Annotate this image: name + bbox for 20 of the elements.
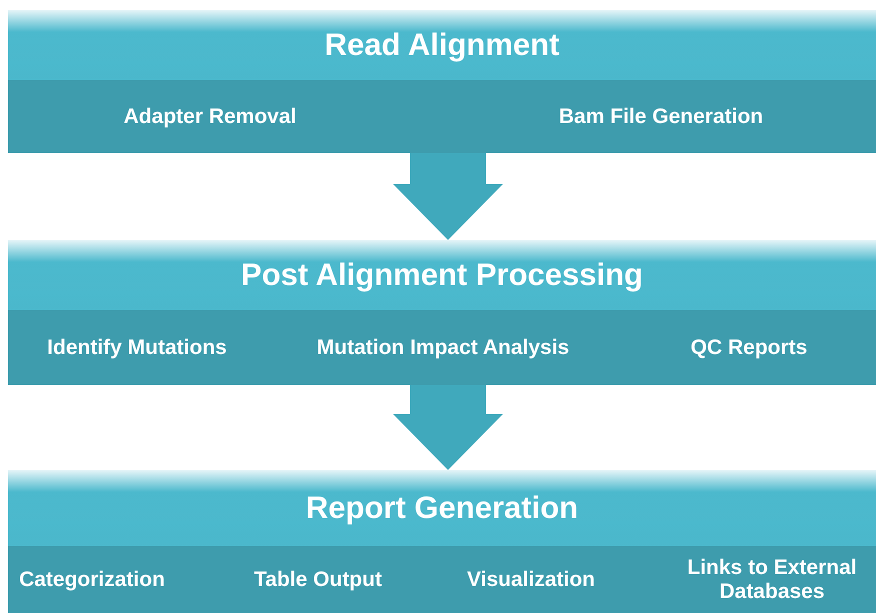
task-label: Table Output [254,567,382,592]
task-band [8,310,876,385]
stage-heading: Read Alignment [324,27,560,63]
task-label: Mutation Impact Analysis [316,335,570,360]
task-label: Links to External Databases [686,555,858,604]
stage-heading: Report Generation [304,490,580,526]
task-label: Adapter Removal [124,104,296,129]
task-label: QC Reports [690,335,808,360]
task-label: Bam File Generation [558,104,764,129]
task-band [8,80,876,153]
stage-panel [8,240,876,385]
task-label: Identify Mutations [47,335,227,360]
task-label: Categorization [19,567,165,592]
stage-panel [8,470,876,613]
stage-heading: Post Alignment Processing [240,257,644,293]
task-label: Visualization [467,567,595,592]
flow-arrow [393,385,503,470]
task-band [8,546,876,613]
stage-panel [8,10,876,153]
flow-arrow [393,153,503,240]
